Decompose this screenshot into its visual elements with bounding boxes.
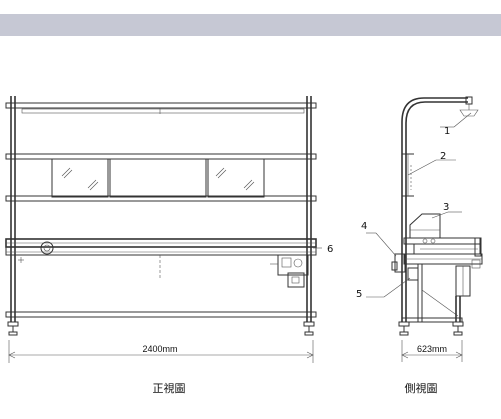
side-view: 1 2 3 4 5 623mm 側視圖: [356, 96, 483, 395]
front-view: 6 2400mm 正視圖: [5, 96, 333, 395]
front-view-caption: 正視圖: [153, 381, 186, 395]
callout-1: 1: [444, 126, 450, 137]
callout-4: 4: [361, 221, 367, 232]
drive-pulley: [40, 241, 54, 255]
callout-3: 3: [443, 202, 449, 213]
glass-pane-right: [207, 158, 265, 198]
dimension-2400-label: 2400mm: [142, 344, 177, 354]
dimension-front-width: 2400mm: [8, 340, 314, 363]
callout-6: 6: [327, 244, 333, 255]
motor-box: [277, 254, 309, 276]
header-band: [0, 14, 501, 36]
side-view-caption: 側視圖: [405, 381, 438, 395]
glass-pane-left: [51, 158, 109, 198]
dimension-side-depth: 623mm: [401, 340, 463, 362]
glass-pane-center: [109, 158, 207, 198]
callout-5: 5: [356, 289, 362, 300]
dimension-623-label: 623mm: [417, 344, 447, 354]
callout-2: 2: [440, 151, 446, 162]
